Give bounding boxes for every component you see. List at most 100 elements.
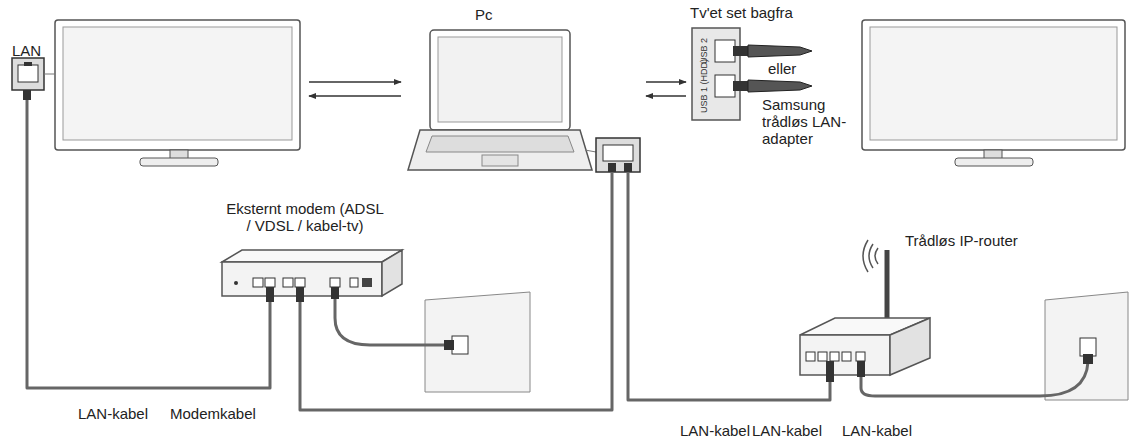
port-label: USB 1 (HDD)	[699, 59, 709, 113]
router-illustration	[869, 244, 873, 268]
lan-port-inset	[44, 74, 55, 75]
modem-illustration	[350, 278, 358, 287]
cable-label: LAN-kabel	[752, 422, 822, 439]
cable-label: LAN-kabel	[842, 422, 912, 439]
node-label: Trådløs IP-router	[905, 232, 1018, 249]
usb-dongle	[748, 45, 812, 57]
cable-stub	[23, 90, 31, 100]
note-label: eller	[768, 60, 796, 77]
usb-dongle	[733, 81, 748, 91]
node-label: LAN	[12, 42, 41, 59]
usb-panel	[715, 75, 735, 97]
laptop-illustration	[438, 37, 562, 122]
data-arrow	[646, 82, 686, 96]
lan-cable	[1083, 354, 1093, 364]
lan-port-inset	[585, 150, 596, 152]
router-illustration	[800, 240, 930, 382]
modem-illustration	[362, 278, 372, 287]
wall-outlet	[425, 292, 530, 392]
router-illustration	[857, 361, 865, 377]
modem-cable	[444, 340, 454, 350]
lan-port-inset	[585, 138, 640, 180]
router-illustration	[830, 352, 839, 361]
node-label: Eksternt modem (ADSL / VDSL / kabel-tv)	[200, 200, 410, 234]
modem-illustration	[331, 287, 339, 299]
router-illustration	[885, 250, 890, 322]
usb-panel	[715, 40, 735, 62]
router-illustration	[890, 318, 930, 375]
laptop-illustration	[426, 136, 574, 152]
wall-outlet	[1080, 338, 1096, 356]
router-illustration	[818, 352, 827, 361]
modem-cable	[335, 299, 446, 345]
tv-node: LAN	[8, 12, 305, 170]
tv-illustration	[55, 20, 300, 166]
wall-outlet	[1045, 292, 1128, 400]
tv-illustration	[862, 20, 1125, 150]
arrow-line	[309, 81, 401, 83]
usb-panel	[692, 28, 740, 120]
modem-illustration	[222, 250, 402, 262]
modem-illustration	[234, 281, 238, 285]
tv-illustration	[955, 158, 1033, 166]
tv-illustration	[63, 27, 292, 140]
data-arrow	[309, 82, 401, 96]
tv-illustration	[862, 20, 1125, 166]
modem-illustration	[253, 278, 263, 287]
tv-illustration	[140, 158, 218, 166]
lan-port-inset	[18, 65, 38, 82]
lan-port-inset	[608, 163, 616, 172]
usb-dongle	[733, 45, 812, 92]
laptop-illustration	[408, 30, 592, 170]
arrow-line	[309, 95, 401, 97]
cable-line	[628, 180, 830, 400]
lan-port-inset	[24, 62, 32, 66]
usb-dongle	[733, 46, 748, 56]
laptop-illustration	[482, 155, 518, 166]
lan-port-inset	[611, 172, 614, 180]
modem-illustration	[330, 278, 340, 287]
usb-panel	[692, 28, 740, 120]
tv-illustration	[870, 27, 1117, 140]
part-label: Samsung trådløs LAN-adapter	[762, 96, 854, 147]
arrow-line	[646, 81, 686, 83]
laptop-illustration	[408, 130, 592, 170]
lan-cable	[861, 354, 1093, 396]
router-illustration	[842, 352, 851, 361]
router-illustration	[806, 352, 815, 361]
lan-cable	[628, 180, 830, 400]
wall-outlet	[425, 292, 530, 392]
modem-illustration	[283, 278, 293, 287]
tv-illustration	[55, 20, 300, 150]
lan-port-inset	[603, 145, 633, 161]
lan-cable	[861, 362, 1088, 396]
modem-illustration	[296, 287, 304, 302]
cable-label: LAN-kabel	[680, 422, 750, 439]
modem-illustration	[266, 287, 274, 302]
modem-illustration	[382, 250, 402, 296]
router-illustration	[875, 248, 878, 264]
lan-port-inset	[12, 58, 55, 90]
lan-port-inset	[627, 172, 630, 180]
router-node: Trådløs IP-router	[790, 228, 1035, 382]
lan-port-inset	[624, 163, 632, 172]
wall-outlet	[452, 336, 468, 354]
wall-outlet	[1045, 292, 1128, 400]
modem-illustration	[295, 278, 305, 287]
modem-illustration	[265, 278, 275, 287]
cable-label: Modemkabel	[170, 405, 256, 422]
laptop-illustration	[430, 30, 570, 130]
usb-dongle	[748, 80, 812, 92]
arrow-line	[646, 95, 686, 97]
modem-node: Eksternt modem (ADSL / VDSL / kabel-tv)	[200, 198, 414, 302]
router-illustration	[856, 352, 865, 361]
node-label: Tv'et set bagfra	[690, 4, 793, 21]
lan-port-inset	[12, 58, 44, 90]
cable-stub	[23, 90, 31, 170]
node-label: Pc	[475, 6, 493, 23]
cable-label: LAN-kabel	[78, 405, 148, 422]
router-illustration	[826, 361, 834, 382]
pc-node: Pc	[405, 4, 642, 180]
